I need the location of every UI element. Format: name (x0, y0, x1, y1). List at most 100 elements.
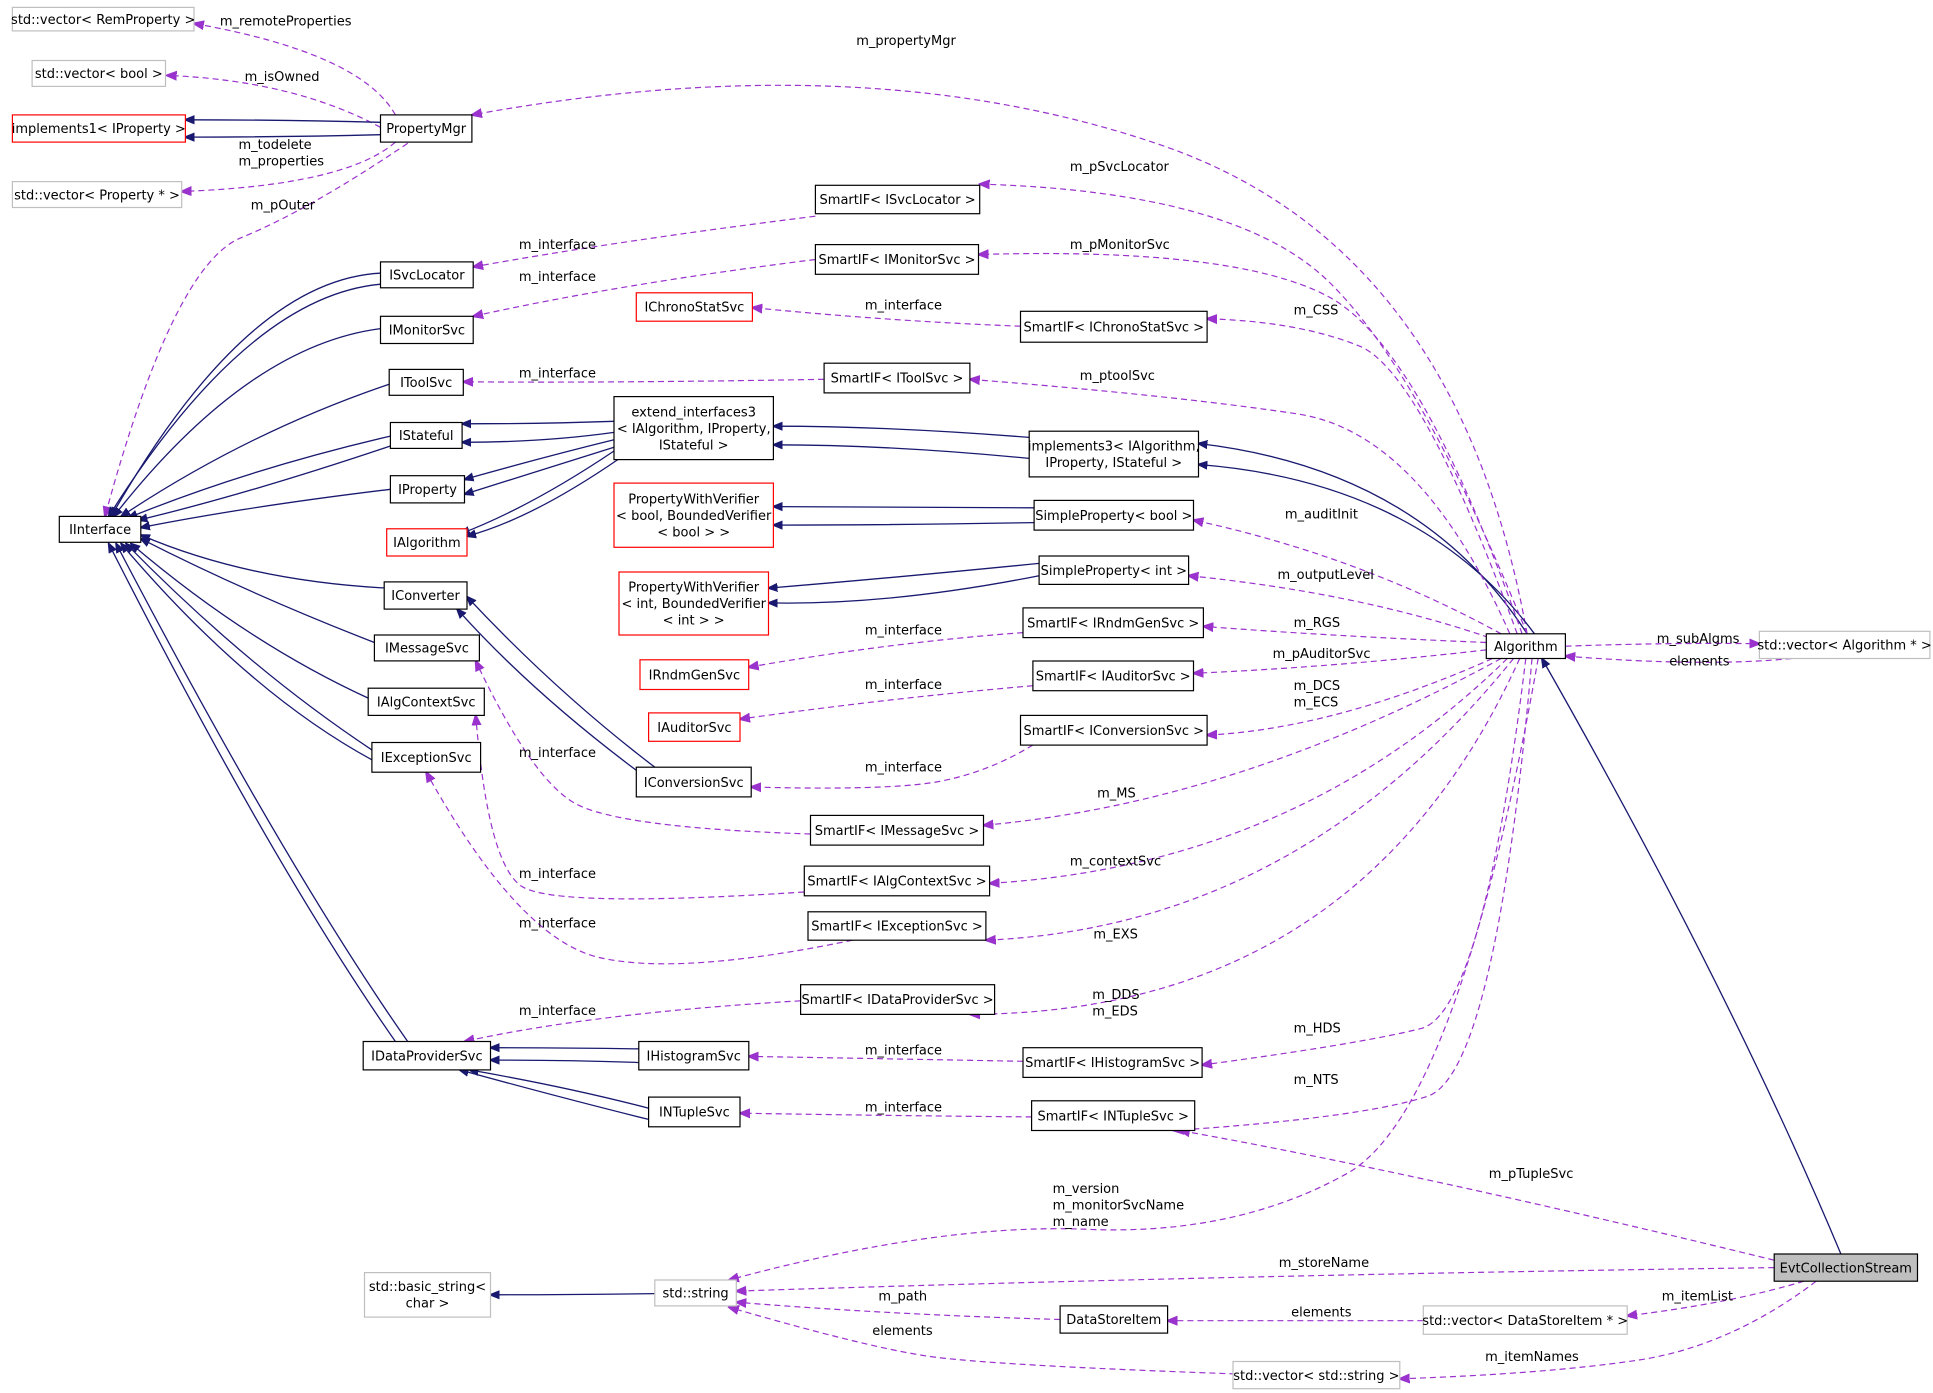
class-node-idataprovidersvc[interactable]: IDataProviderSvc (362, 1040, 492, 1071)
class-node-sif-monitor[interactable]: SmartIF< IMonitorSvc > (814, 244, 980, 275)
class-node-datastoreitem[interactable]: DataStoreItem (1059, 1305, 1169, 1334)
edge-label-m-interface-histo: m_interface (865, 1044, 942, 1059)
class-node-algorithm[interactable]: Algorithm (1485, 633, 1567, 660)
usage-edge-sif_auditor-to-iauditorsvc (740, 685, 1033, 719)
class-node-label: PropertyWithVerifier< int, BoundedVerifi… (621, 581, 766, 629)
class-node-vec-bool[interactable]: std::vector< bool > (31, 59, 167, 87)
class-node-label: IRndmGenSvc (649, 668, 740, 683)
class-node-ichronostatsvc[interactable]: IChronoStatSvc (635, 292, 753, 322)
class-node-ialgorithm[interactable]: IAlgorithm (386, 528, 468, 557)
class-node-box (1032, 660, 1195, 692)
class-node-label: SmartIF< IConversionSvc > (1024, 724, 1205, 739)
class-node-sif-auditor[interactable]: SmartIF< IAuditorSvc > (1032, 660, 1195, 692)
edge-label-m-interface-tool: m_interface (519, 367, 596, 382)
edge-label-m-itemNames: m_itemNames (1485, 1350, 1579, 1365)
inheritance-edge-iconverter-to-iinterface (141, 535, 387, 589)
class-node-iconversionsvc[interactable]: IConversionSvc (635, 766, 752, 798)
class-node-box (1033, 499, 1195, 531)
class-node-sp-bool[interactable]: SimpleProperty< bool > (1033, 499, 1195, 531)
class-node-box (379, 114, 473, 143)
class-node-box (1232, 1360, 1401, 1390)
class-node-iauditorsvc[interactable]: IAuditorSvc (647, 712, 741, 742)
class-node-ialgcontextsvc[interactable]: IAlgContextSvc (367, 687, 485, 717)
class-node-itoolsvc[interactable]: IToolSvc (388, 368, 464, 396)
class-node-sif-message[interactable]: SmartIF< IMessageSvc > (809, 814, 985, 846)
inheritance-edge-intuplesvc-to-idataprovidersvc (470, 1070, 649, 1109)
class-node-imessagesvc[interactable]: IMessageSvc (373, 634, 480, 662)
class-node-sif-dataprov[interactable]: SmartIF< IDataProviderSvc > (799, 984, 996, 1016)
usage-edge-sif_conversion-to-iconversionsvc (751, 744, 1034, 788)
class-node-box (373, 634, 480, 662)
class-node-label: IAlgContextSvc (377, 695, 476, 710)
class-node-intuplesvc[interactable]: INTupleSvc (647, 1096, 741, 1128)
edge-label-m-path: m_path (878, 1289, 927, 1304)
edge-label-m-NTS: m_NTS (1294, 1073, 1339, 1088)
class-node-ihistogramsvc[interactable]: IHistogramSvc (638, 1040, 750, 1071)
inheritance-edge-ihistogramsvc-to-idataprovidersvc (491, 1060, 639, 1062)
class-node-impl1[interactable]: implements1< IProperty > (12, 114, 186, 143)
class-node-pwv-bool[interactable]: PropertyWithVerifier< bool, BoundedVerif… (613, 482, 774, 548)
inheritance-edge-algorithm-to-impl3 (1198, 465, 1536, 635)
usage-edge-sif_chrono-to-ichronostatsvc (752, 308, 1021, 327)
edge-label-elements-alg: elements (1669, 654, 1730, 669)
class-node-basic-string[interactable]: std::basic_string<char > (363, 1271, 492, 1318)
class-node-sif-svclocator[interactable]: SmartIF< ISvcLocator > (814, 184, 981, 215)
class-node-vec-algptr[interactable]: std::vector< Algorithm * > (1757, 630, 1932, 660)
class-node-box (809, 814, 985, 846)
class-node-box (1028, 430, 1200, 478)
usage-edge-vec_string-to-stdstring (729, 1307, 1236, 1375)
class-node-evtcoll[interactable]: EvtCollectionStream (1773, 1253, 1919, 1282)
class-node-label: IDataProviderSvc (371, 1049, 483, 1064)
class-node-sif-algctx[interactable]: SmartIF< IAlgContextSvc > (803, 865, 991, 897)
class-node-label: IMonitorSvc (389, 324, 465, 339)
class-node-irndmgensvc[interactable]: IRndmGenSvc (639, 659, 750, 691)
class-node-sif-rndm[interactable]: SmartIF< IRndmGenSvc > (1022, 607, 1204, 639)
class-node-label: INTupleSvc (659, 1106, 730, 1121)
inheritance-edge-extif3-to-ialgorithm (461, 450, 615, 534)
class-node-imonitorsvc[interactable]: IMonitorSvc (379, 315, 474, 345)
class-node-iinterface[interactable]: IInterface (58, 515, 142, 543)
edge-label-m-propertyMgr: m_propertyMgr (856, 34, 956, 49)
inheritance-edge-impl3-to-extif3 (773, 445, 1030, 460)
class-node-sif-histo[interactable]: SmartIF< IHistogramSvc > (1022, 1047, 1203, 1078)
class-node-sif-tool[interactable]: SmartIF< IToolSvc > (823, 362, 971, 394)
class-node-box (635, 292, 753, 322)
inheritance-edge-imessagesvc-to-iinterface (141, 539, 375, 644)
class-node-iconverter[interactable]: IConverter (383, 581, 468, 610)
class-node-label: PropertyWithVerifier< bool, BoundedVerif… (616, 492, 772, 540)
inheritance-edge-idataprovidersvc-to-iinterface (116, 544, 409, 1042)
inheritance-edge-iconversionsvc-to-iconverter (467, 597, 656, 768)
class-node-box (638, 1040, 750, 1071)
class-node-box (11, 6, 195, 32)
edge-label-m-interface-svclocator: m_interface (519, 238, 596, 253)
class-node-label: IProperty (398, 483, 457, 498)
class-node-extif3[interactable]: extend_interfaces3< IAlgorithm, IPropert… (613, 396, 774, 461)
class-node-pwv-int[interactable]: PropertyWithVerifier< int, BoundedVerifi… (618, 571, 770, 636)
class-node-box (654, 1279, 737, 1307)
class-node-sp-int[interactable]: SimpleProperty< int > (1038, 555, 1190, 585)
class-node-vec-remprop[interactable]: std::vector< RemProperty > (11, 6, 195, 32)
inheritance-edge-ihistogramsvc-to-idataprovidersvc (491, 1048, 639, 1049)
class-node-propmgr[interactable]: PropertyMgr (379, 114, 473, 143)
class-node-sif-chrono[interactable]: SmartIF< IChronoStatSvc > (1019, 310, 1208, 343)
class-node-vec-string[interactable]: std::vector< std::string > (1232, 1360, 1401, 1390)
class-node-label: SmartIF< IHistogramSvc > (1025, 1056, 1200, 1071)
edge-label-elements-str: elements (872, 1324, 933, 1339)
class-node-stdstring[interactable]: std::string (654, 1279, 737, 1307)
nodes-layer: std::vector< RemProperty >std::vector< b… (11, 6, 1932, 1390)
inheritance-edge-extif3-to-ialgorithm (467, 459, 619, 537)
class-node-impl3[interactable]: implements3< IAlgorithm,IProperty, IStat… (1028, 430, 1200, 478)
class-node-iproperty[interactable]: IProperty (389, 475, 466, 504)
class-node-sif-ntuple[interactable]: SmartIF< INTupleSvc > (1030, 1100, 1196, 1132)
class-node-sif-exception[interactable]: SmartIF< IExceptionSvc > (807, 911, 987, 941)
class-node-vec-dsi[interactable]: std::vector< DataStoreItem * > (1422, 1305, 1628, 1335)
class-node-isvclocator[interactable]: ISvcLocator (379, 261, 474, 289)
inheritance-edge-iexceptionsvc-to-iinterface (126, 544, 373, 751)
class-node-box (1422, 1305, 1628, 1335)
class-node-label: SimpleProperty< bool > (1035, 509, 1192, 524)
class-node-sif-conversion[interactable]: SmartIF< IConversionSvc > (1019, 714, 1208, 746)
class-node-istateful[interactable]: IStateful (389, 421, 463, 449)
class-node-iexceptionsvc[interactable]: IExceptionSvc (371, 741, 482, 773)
edge-label-m-auditInit: m_auditInit (1285, 507, 1358, 522)
class-node-vec-propptr[interactable]: std::vector< Property * > (11, 181, 183, 209)
